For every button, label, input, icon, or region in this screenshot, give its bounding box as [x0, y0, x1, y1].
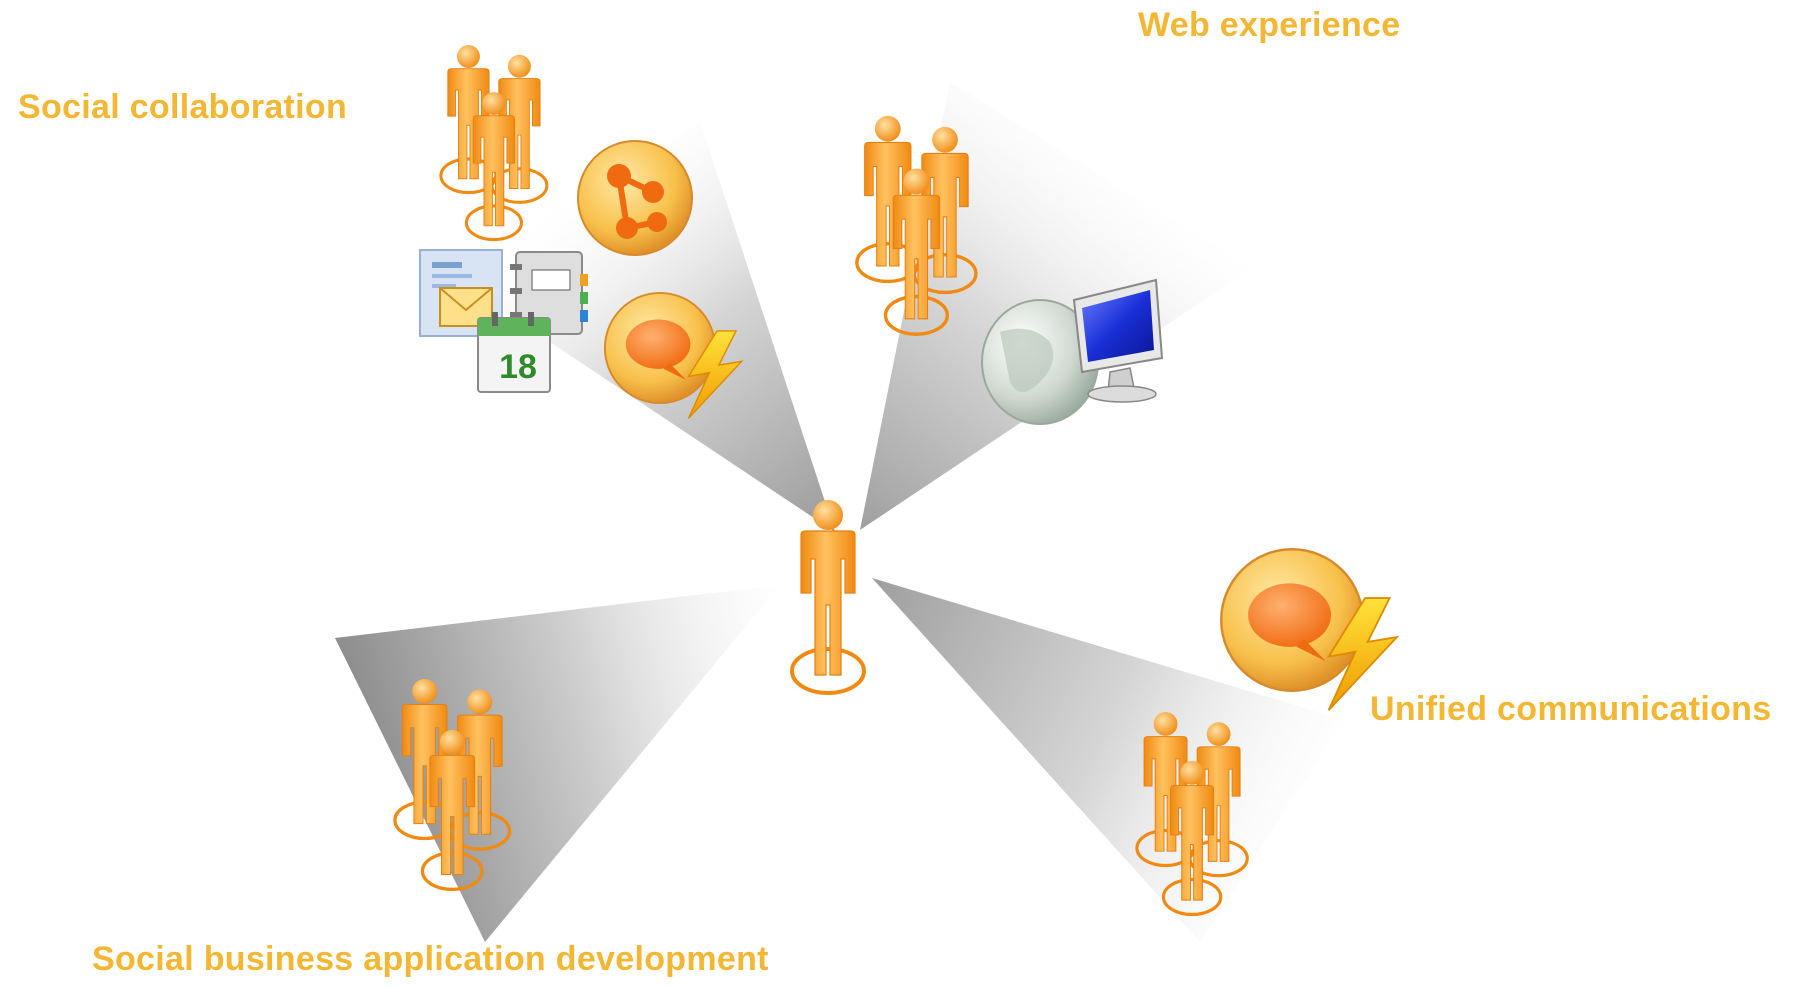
- beam-app-development: [335, 585, 780, 942]
- central-person-icon: [790, 498, 866, 695]
- globe-icon: [981, 299, 1099, 425]
- calendar-icon: 18: [477, 312, 551, 393]
- monitor-icon: [1072, 278, 1164, 403]
- group-icon: [441, 45, 547, 240]
- label-unified-communications: Unified communications: [1370, 690, 1772, 728]
- calendar-day: 18: [499, 348, 537, 386]
- chat-lightning-icon: [1220, 548, 1399, 712]
- label-web-experience: Web experience: [1138, 6, 1401, 44]
- label-social-collaboration: Social collaboration: [18, 88, 348, 126]
- label-app-development: Social business application development: [92, 940, 769, 978]
- activity-network-icon: [577, 140, 693, 256]
